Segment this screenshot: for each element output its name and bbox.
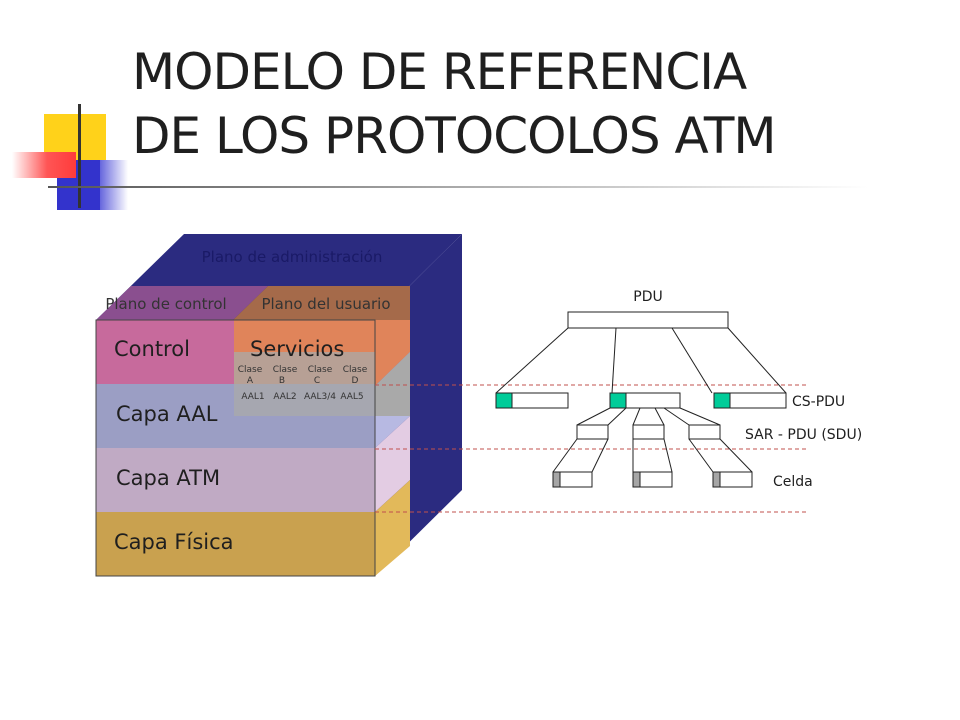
pdu-label: PDU xyxy=(633,289,662,305)
connector xyxy=(663,407,690,426)
sar-pdu-box xyxy=(632,424,665,440)
right-face-fisica xyxy=(375,480,410,576)
atm-layer xyxy=(96,448,375,512)
class-c-letter: C xyxy=(314,376,320,386)
atm-layer-label: Capa ATM xyxy=(116,466,220,490)
sar-pdu-box xyxy=(688,424,721,440)
decor-red-bar xyxy=(12,152,76,178)
class-b-aal: AAL2 xyxy=(273,392,296,402)
class-a-letter: A xyxy=(247,376,254,386)
admin-plane-label: Plano de administración xyxy=(202,248,383,266)
sar-pdu-label: SAR - PDU (SDU) xyxy=(745,427,862,443)
cell-header xyxy=(552,471,561,488)
class-a-aal: AAL1 xyxy=(241,392,264,402)
connector xyxy=(671,327,713,394)
class-d-clase: Clase xyxy=(343,365,368,375)
connector xyxy=(591,438,609,473)
page-title: MODELO DE REFERENCIA DE LOS PROTOCOLOS A… xyxy=(132,40,777,168)
aal-layer-label: Capa AAL xyxy=(116,402,218,426)
connector xyxy=(688,438,714,473)
control-label: Control xyxy=(114,337,190,361)
connector xyxy=(654,407,665,426)
user-plane-label: Plano del usuario xyxy=(261,295,390,313)
class-c-clase: Clase xyxy=(308,365,333,375)
decor-blue-fade xyxy=(100,160,128,210)
connector xyxy=(727,327,787,394)
decor-vertical-line xyxy=(78,104,81,208)
cs-pdu-header xyxy=(495,392,513,409)
connector xyxy=(576,407,611,426)
service-classes: Clase A AAL1 Clase B AAL2 Clase C AAL3/4… xyxy=(238,365,368,402)
title-decoration xyxy=(0,0,868,220)
pdu-box xyxy=(567,311,729,329)
title-line-1: MODELO DE REFERENCIA xyxy=(132,43,747,101)
fisica-layer xyxy=(96,512,375,576)
class-b-letter: B xyxy=(279,376,285,386)
cs-pdu-header xyxy=(713,392,731,409)
class-b-clase: Clase xyxy=(273,365,298,375)
class-a-clase: Clase xyxy=(238,365,263,375)
user-plane-top xyxy=(233,286,410,320)
cs-pdu-header xyxy=(609,392,627,409)
control-plane-label: Plano de control xyxy=(105,295,226,313)
control-block xyxy=(96,320,234,384)
connector xyxy=(719,438,753,473)
connector xyxy=(663,438,673,473)
celda-label: Celda xyxy=(773,474,813,490)
class-c-aal: AAL3/4 xyxy=(304,392,336,402)
services-aal-overlay xyxy=(234,352,375,416)
guide-lines xyxy=(375,384,808,513)
protocol-cube: Plano de administración Plano de control… xyxy=(95,234,462,577)
title-line-2: DE LOS PROTOCOLOS ATM xyxy=(132,107,777,165)
fisica-layer-label: Capa Física xyxy=(114,530,234,554)
class-d-letter: D xyxy=(352,376,359,386)
decor-horizontal-line xyxy=(48,186,868,188)
class-d-aal: AAL5 xyxy=(340,392,363,402)
cell-header xyxy=(712,471,721,488)
cell-header xyxy=(632,471,641,488)
connector xyxy=(607,407,627,426)
cube-front-border xyxy=(95,319,376,577)
right-face-grey xyxy=(375,352,410,416)
segmentation-diagram xyxy=(495,311,787,488)
connector xyxy=(495,327,569,394)
sar-pdu-box xyxy=(576,424,609,440)
services-label: Servicios xyxy=(250,337,344,361)
connector xyxy=(632,407,641,426)
connector xyxy=(552,438,578,473)
connector xyxy=(679,407,721,426)
connector xyxy=(611,327,617,394)
control-plane-top xyxy=(96,286,268,320)
cs-pdu-label: CS-PDU xyxy=(792,394,845,410)
